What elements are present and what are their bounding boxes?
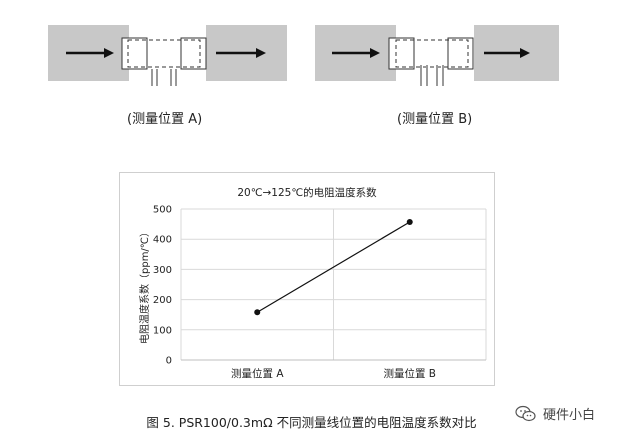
sense-lead-right-a [170, 69, 177, 86]
y-tick-label: 300 [153, 265, 172, 276]
right-terminal-a [180, 37, 207, 70]
resistor-body-b [395, 39, 469, 68]
left-terminal-b [388, 37, 415, 70]
x-tick-label: 测量位置 A [231, 367, 284, 380]
sense-lead-left-a [151, 69, 158, 86]
arrow-out-b-head [520, 48, 530, 58]
arrow-in-a-head [104, 48, 114, 58]
measurement-diagrams [48, 25, 559, 86]
watermark: 硬件小白 [515, 404, 595, 423]
position-a-label: (测量位置 A) [127, 112, 203, 127]
left-terminal-a [121, 37, 148, 70]
diagram-position-b [315, 25, 559, 86]
y-tick-label: 0 [166, 356, 172, 367]
diagram-position-a [48, 25, 287, 86]
right-terminal-b [447, 37, 474, 70]
sense-lead-left-b [420, 65, 428, 86]
y-tick-label: 400 [153, 235, 172, 246]
watermark-text: 硬件小白 [543, 408, 596, 423]
data-point [406, 218, 413, 225]
figure-caption: 图 5. PSR100/0.3mΩ 不同测量线位置的电阻温度系数对比 [146, 415, 477, 430]
sense-lead-right-b [436, 65, 444, 86]
y-tick-label: 500 [153, 205, 172, 216]
position-b-label: (测量位置 B) [397, 112, 473, 127]
y-tick-label: 200 [153, 295, 172, 306]
chart-frame: 20℃→125℃的电阻温度系数 [119, 172, 495, 386]
y-axis-label: 电阻温度系数（ppm/℃） [140, 226, 151, 344]
data-point [254, 309, 261, 316]
arrow-out-a-head [256, 48, 266, 58]
wechat-icon [515, 405, 536, 421]
x-tick-label: 测量位置 B [383, 367, 436, 380]
chart-title: 20℃→125℃的电阻温度系数 [237, 187, 377, 199]
resistor-body-a [127, 39, 201, 68]
y-tick-label: 100 [153, 325, 172, 336]
arrow-in-b-head [370, 48, 380, 58]
series-line-segment [256, 221, 411, 313]
